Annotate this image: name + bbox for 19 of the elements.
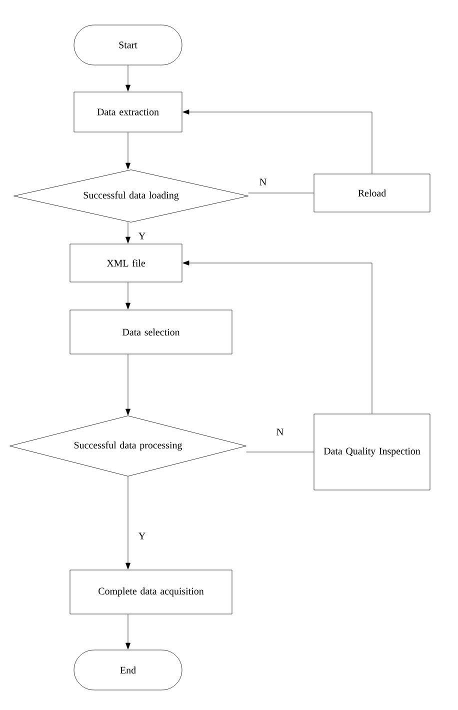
arrow (126, 476, 130, 570)
arrow (126, 132, 130, 170)
arrow (126, 222, 130, 244)
arrow (126, 614, 130, 650)
process-box: Data extraction (74, 92, 182, 132)
process-box: Data selection (70, 310, 232, 354)
process-box: Complete data acquisition (70, 570, 232, 614)
process-box: XML file (70, 244, 182, 282)
arrow (126, 282, 130, 310)
arrow (126, 65, 130, 92)
process-box: Data Quality Inspection (314, 414, 430, 490)
process-box: Reload (314, 174, 430, 212)
arrow (126, 354, 130, 416)
edge-label: N (258, 178, 268, 186)
arrow (182, 110, 372, 174)
edge-label: N (275, 428, 285, 436)
edge-label: Y (137, 232, 147, 240)
arrow (182, 260, 372, 414)
edge-label: Y (137, 532, 147, 540)
